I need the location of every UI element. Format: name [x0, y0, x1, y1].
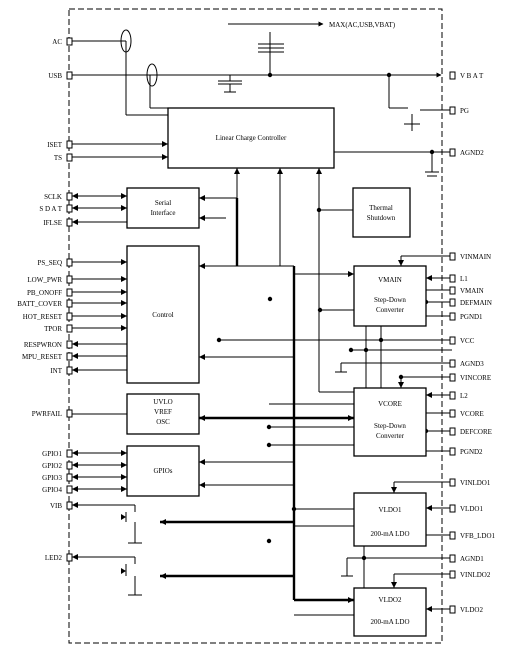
pin-usb: USB	[48, 72, 62, 80]
block-control: Control	[126, 245, 200, 384]
pin-sclk: SCLK	[44, 193, 62, 201]
pin-vmain: VMAIN	[460, 287, 484, 295]
pin-pg: PG	[460, 107, 469, 115]
pin-vfb-ldo1: VFB_LDO1	[460, 532, 496, 540]
vcore-label-2: Step-Down	[374, 422, 406, 430]
uvlo-label-3: OSC	[156, 418, 170, 426]
pin-vib: VIB	[50, 502, 62, 510]
vmain-label-3: Converter	[376, 306, 405, 314]
pin-agnd3: AGND3	[460, 360, 484, 368]
pin-vcc: VCC	[460, 337, 475, 345]
pin-l1: L1	[460, 275, 468, 283]
block-vcore-converter: VCORE Step-Down Converter	[353, 387, 427, 457]
block-thermal-shutdown: Thermal Shutdown	[352, 187, 411, 238]
uvlo-label-1: UVLO	[153, 398, 172, 406]
vldo2-label-2: 200-mA LDO	[370, 618, 409, 626]
pin-vinldo2: VINLDO2	[460, 571, 491, 579]
uvlo-label-2: VREF	[154, 408, 172, 416]
pin-defcore: DEFCORE	[460, 428, 492, 436]
pin-batt-cover: BATT_COVER	[17, 300, 62, 308]
pin-vcore: VCORE	[460, 410, 484, 418]
charger-label: Linear Charge Controller	[216, 134, 287, 142]
input-arrows	[72, 141, 432, 612]
pin-low-pwr: LOW_PWR	[27, 276, 62, 284]
pin-tpor: TPOR	[44, 325, 62, 333]
gpios-label: GPIOs	[153, 467, 172, 475]
pin-vincore: VINCORE	[460, 374, 491, 382]
block-gpios: GPIOs	[126, 445, 200, 497]
pin-vldo2: VLDO2	[460, 606, 483, 614]
pin-hot-reset: HOT_RESET	[23, 313, 63, 321]
thermal-label-2: Shutdown	[367, 214, 396, 222]
internal-bus	[160, 198, 354, 602]
pin-ps-seq: PS_SEQ	[37, 259, 62, 267]
serial-label-2: Interface	[151, 209, 176, 217]
vldo2-label-1: VLDO2	[379, 596, 402, 604]
pin-led2: LED2	[45, 554, 63, 562]
pin-pgnd1: PGND1	[460, 313, 483, 321]
left-pin-labels: AC USB ISET TS SCLK S D A T IFLSE PS_SEQ…	[17, 38, 62, 562]
pin-vinldo1: VINLDO1	[460, 479, 491, 487]
pin-gpio1: GPIO1	[42, 450, 62, 458]
pin-pb-onoff: PB_ONOFF	[27, 289, 62, 297]
usb-current-sense-icon	[146, 63, 158, 87]
pin-ts: TS	[54, 154, 62, 162]
vmain-label-1: VMAIN	[378, 276, 402, 284]
vmain-label-2: Step-Down	[374, 296, 406, 304]
vldo1-label-2: 200-mA LDO	[370, 530, 409, 538]
block-vldo1: VLDO1 200-mA LDO	[353, 492, 427, 547]
pin-ifsel: IFLSE	[43, 219, 62, 227]
pin-l2: L2	[460, 392, 468, 400]
block-uvlo-vref-osc: UVLO VREF OSC	[126, 393, 200, 435]
pin-sdat: S D A T	[39, 205, 62, 213]
pin-agnd2: AGND2	[460, 149, 484, 157]
vcore-label-1: VCORE	[378, 400, 402, 408]
pin-vbat: V B A T	[460, 72, 484, 80]
ac-current-sense-icon	[120, 29, 132, 53]
pin-vldo1: VLDO1	[460, 505, 483, 513]
pin-mpu-reset: MPU_RESET	[22, 353, 63, 361]
block-vmain-converter: VMAIN Step-Down Converter	[353, 265, 427, 327]
block-linear-charger: Linear Charge Controller	[167, 107, 335, 169]
pin-agnd1: AGND1	[460, 555, 484, 563]
thermal-label-1: Thermal	[369, 204, 393, 212]
left-pin-markers	[66, 37, 73, 562]
pin-gpio2: GPIO2	[42, 462, 62, 470]
block-vldo2: VLDO2 200-mA LDO	[353, 587, 427, 637]
block-serial-interface: Serial Interface	[126, 187, 200, 229]
pin-vinmain: VINMAIN	[460, 253, 491, 261]
max-supply-label: MAX(AC,USB,VBAT)	[329, 21, 396, 29]
vcore-label-3: Converter	[376, 432, 405, 440]
pin-iset: ISET	[47, 141, 63, 149]
vldo1-label-1: VLDO1	[379, 506, 402, 514]
pin-gpio4: GPIO4	[42, 486, 62, 494]
serial-label-1: Serial	[155, 199, 171, 207]
pin-pwrfail: PWRFAIL	[32, 410, 62, 418]
pin-respwron: RESPWRON	[24, 341, 62, 349]
pin-pgnd2: PGND2	[460, 448, 483, 456]
pin-defmain: DEFMAIN	[460, 299, 492, 307]
pin-gpio3: GPIO3	[42, 474, 62, 482]
right-pin-labels: V B A T PG AGND2 VINMAIN L1 VMAIN DEFMAI…	[460, 72, 496, 614]
pin-int: INT	[50, 367, 62, 375]
right-pin-markers	[449, 71, 456, 614]
control-label: Control	[152, 311, 173, 319]
pin-ac: AC	[52, 38, 62, 46]
